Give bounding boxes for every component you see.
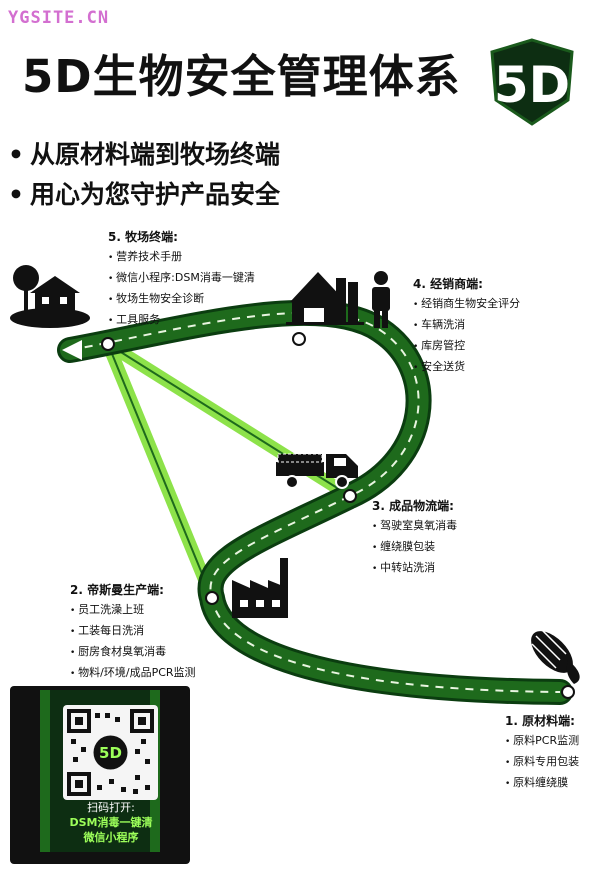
list-item: 中转站洗消 xyxy=(372,558,457,579)
list-item: 经销商生物安全评分 xyxy=(413,294,520,315)
truck-icon xyxy=(276,453,358,489)
stage-4-head: 4. 经销商端: xyxy=(413,277,483,291)
stage-5-info: 5. 牧场终端: 营养技术手册 微信小程序:DSM消毒一键清 牧场生物安全诊断 … xyxy=(108,228,255,331)
qr-caption: 扫码打开: DSM消毒一键清 微信小程序 xyxy=(42,800,180,845)
corn-icon xyxy=(531,629,580,684)
stage-2-head: 2. 帝斯曼生产端: xyxy=(70,583,164,597)
list-item: 微信小程序:DSM消毒一键清 xyxy=(108,268,255,289)
list-item: 牧场生物安全诊断 xyxy=(108,289,255,310)
qr-code[interactable]: 5D xyxy=(63,705,158,800)
bullet-1: 从原材料端到牧场终端 xyxy=(8,135,280,171)
list-item: 厨房食材臭氧消毒 xyxy=(70,642,196,663)
qr-center-text: 5D xyxy=(99,744,122,762)
list-item: 缠绕膜包装 xyxy=(372,537,457,558)
logo-text: 5D xyxy=(494,56,570,114)
qr-code-icon: 5D xyxy=(67,709,154,796)
list-item: 驾驶室臭氧消毒 xyxy=(372,516,457,537)
list-item: 原料PCR监测 xyxy=(505,731,579,752)
list-item: 原料专用包装 xyxy=(505,752,579,773)
waypoint-4 xyxy=(292,332,306,346)
qr-line-1: 扫码打开: xyxy=(87,801,135,814)
page-title: 5D生物安全管理体系 xyxy=(22,50,461,103)
factory-icon xyxy=(232,558,288,618)
businessman-icon xyxy=(372,271,390,328)
list-item: 库房管控 xyxy=(413,336,520,357)
stage-3-info: 3. 成品物流端: 驾驶室臭氧消毒 缠绕膜包装 中转站洗消 xyxy=(372,497,457,579)
list-item: 物料/环境/成品PCR监测 xyxy=(70,663,195,684)
stage-4-info: 4. 经销商端: 经销商生物安全评分 车辆洗消 库房管控 安全送货 xyxy=(413,275,520,378)
list-item: 工装每日洗消 xyxy=(70,621,196,642)
road-arrow-icon xyxy=(62,340,82,360)
stage-5-head: 5. 牧场终端: xyxy=(108,230,178,244)
waypoint-3 xyxy=(343,489,357,503)
qr-line-2: DSM消毒一键清 xyxy=(69,816,153,829)
bullet-2: 用心为您守护产品安全 xyxy=(8,175,280,211)
stage-2-info: 2. 帝斯曼生产端: 员工洗澡上班 工装每日洗消 厨房食材臭氧消毒 物料/环境/… xyxy=(70,581,196,684)
waypoint-1 xyxy=(561,685,575,699)
waypoint-2 xyxy=(205,591,219,605)
list-item: 营养技术手册 xyxy=(108,247,255,268)
list-item: 工具服务 xyxy=(108,310,255,331)
list-item: 安全送货 xyxy=(413,357,520,378)
road-dashes xyxy=(69,311,561,693)
list-item: 员工洗澡上班 xyxy=(70,600,196,621)
warehouse-icon xyxy=(286,272,364,325)
list-item: 车辆洗消 xyxy=(413,315,520,336)
5d-logo-icon: 5D xyxy=(490,38,574,126)
list-item: 原料缠绕膜 xyxy=(505,773,579,794)
farm-icon xyxy=(10,265,90,328)
watermark: YGSITE.CN xyxy=(8,8,110,28)
stage-1-info: 1. 原材料端: 原料PCR监测 原料专用包装 原料缠绕膜 xyxy=(505,712,579,794)
qr-line-3: 微信小程序 xyxy=(83,831,139,844)
stage-1-head: 1. 原材料端: xyxy=(505,714,575,728)
stage-3-head: 3. 成品物流端: xyxy=(372,499,454,513)
waypoint-5 xyxy=(101,337,115,351)
